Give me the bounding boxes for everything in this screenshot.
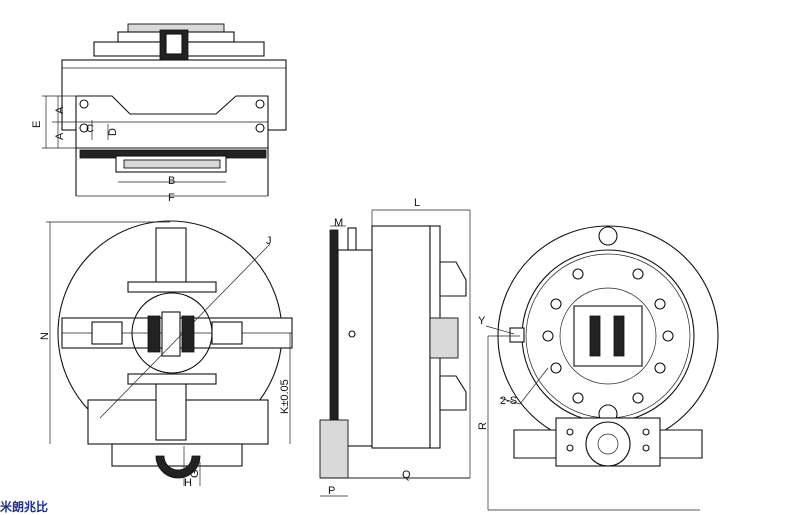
dim-label-g: G <box>189 469 201 478</box>
dim-label-p: P <box>328 485 335 497</box>
front-view <box>46 220 293 486</box>
dim-label-n: N <box>39 332 51 340</box>
dim-label-y: Y <box>478 315 486 327</box>
dim-label-q: Q <box>402 469 411 481</box>
dim-label-2s: 2-S <box>500 395 517 407</box>
dim-label-e: E <box>31 121 43 128</box>
caption-text: 米朗兆比 <box>0 500 49 514</box>
dim-label-d: D <box>107 128 119 136</box>
dim-label-a-bottom: A <box>54 132 66 140</box>
dim-label-b: B <box>168 175 175 187</box>
dim-label-r: R <box>477 422 489 430</box>
dim-label-h: H <box>184 477 192 489</box>
rear-view <box>485 225 719 511</box>
dim-label-f: F <box>168 192 175 204</box>
dim-label-l: L <box>414 197 420 209</box>
dim-label-m: M <box>334 217 343 229</box>
dim-label-k: K±0.05 <box>279 379 291 414</box>
dim-label-a-top: A <box>54 106 66 114</box>
side-view <box>319 209 471 497</box>
dim-label-j: J <box>266 235 272 247</box>
dim-label-c: C <box>86 123 94 135</box>
top-view <box>42 23 287 197</box>
